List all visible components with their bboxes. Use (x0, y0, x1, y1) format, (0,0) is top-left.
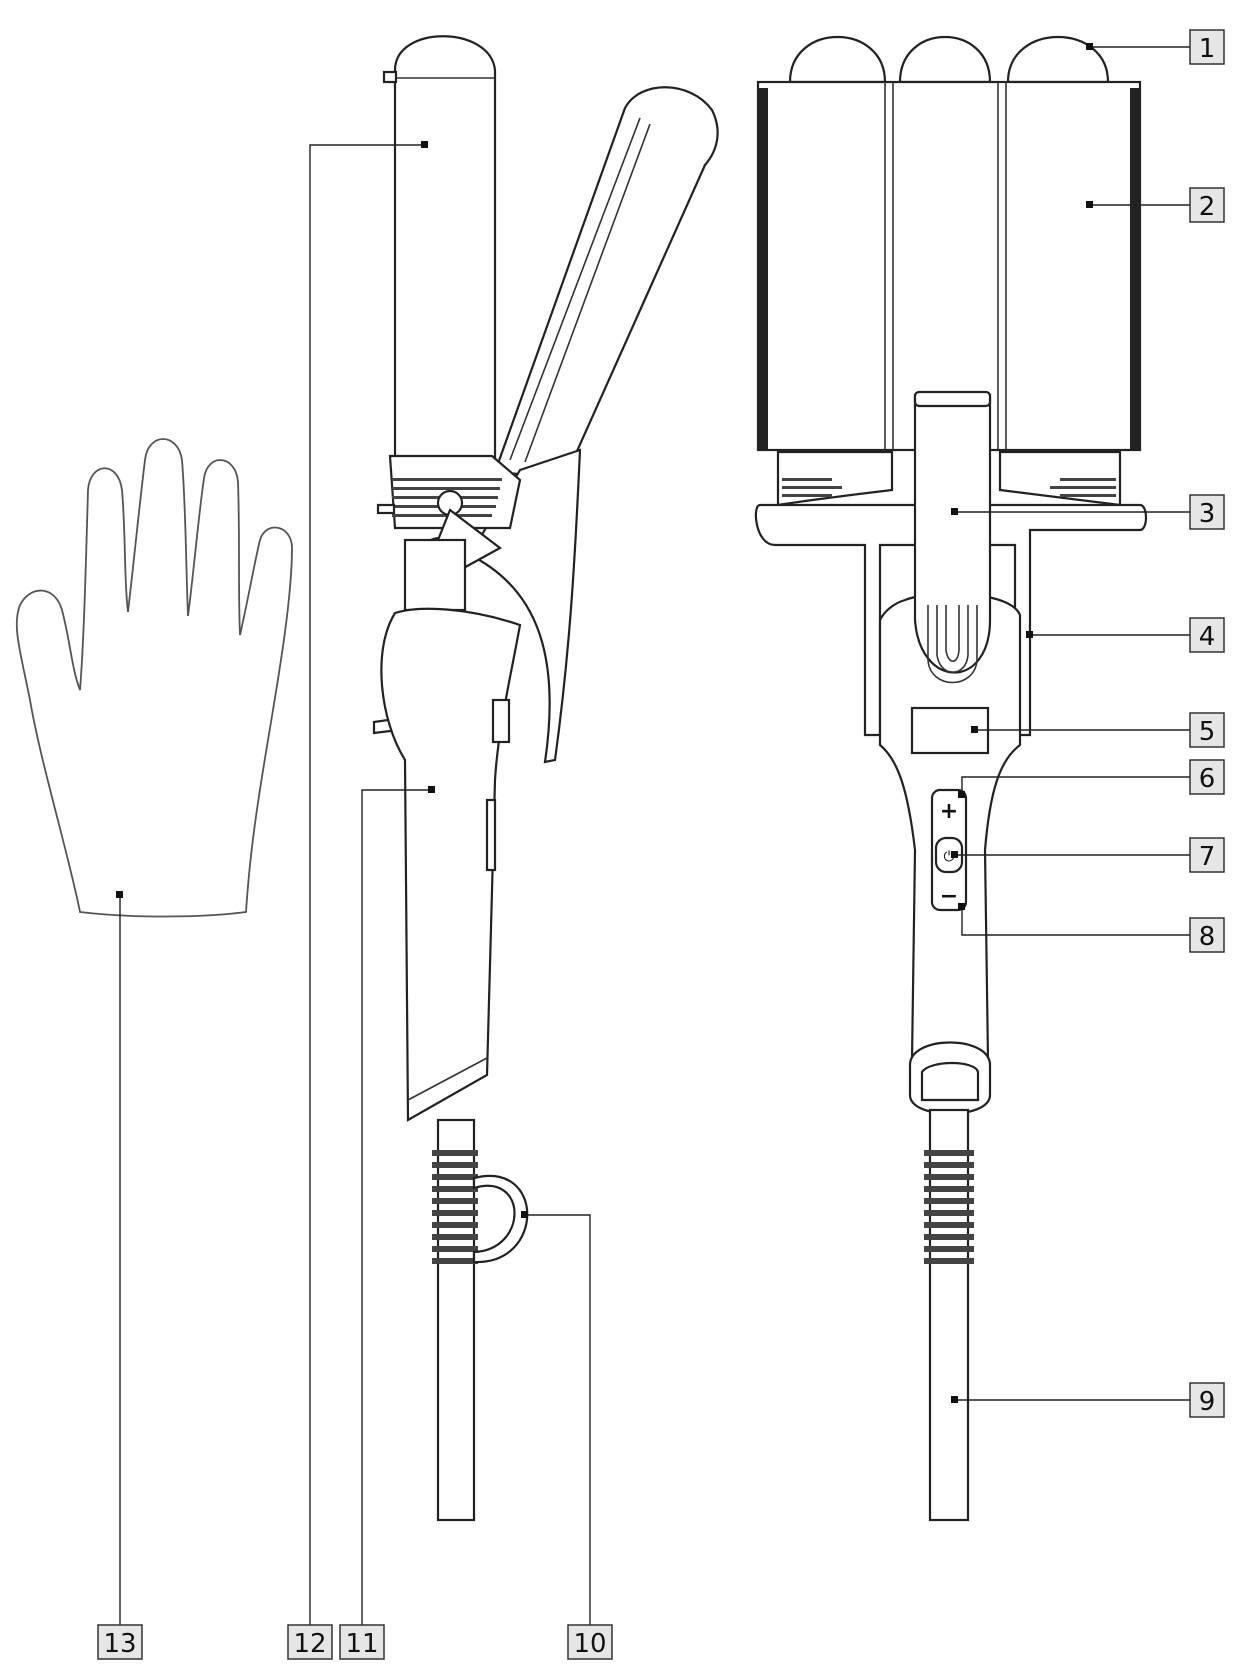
side-clamp-plate (493, 86, 719, 480)
callout-3: 3 (1189, 494, 1225, 530)
barrel-tip-middle (898, 36, 992, 84)
power-icon: ⏻ (943, 849, 954, 865)
callout-10: 10 (567, 1624, 613, 1660)
svg-text:4: 4 (1199, 622, 1216, 652)
callout-5: 5 (1189, 712, 1225, 748)
svg-text:6: 6 (1199, 764, 1216, 794)
heat-protective-glove (15, 438, 293, 918)
callout-11: 11 (339, 1624, 385, 1660)
svg-text:1: 1 (1199, 34, 1216, 64)
callout-13: 13 (97, 1624, 143, 1660)
front-cord-strain-relief (924, 1150, 974, 1264)
svg-text:12: 12 (293, 1629, 326, 1659)
barrel-tip-left (788, 36, 887, 84)
side-handle (380, 607, 522, 1122)
leader-endpoints (116, 43, 1093, 1403)
side-view-waver (372, 35, 719, 1522)
svg-text:3: 3 (1199, 499, 1216, 529)
front-clamp-lever (913, 393, 992, 674)
side-barrel (393, 35, 497, 460)
svg-text:5: 5 (1199, 717, 1216, 747)
svg-text:8: 8 (1199, 922, 1216, 952)
callout-8: 8 (1189, 917, 1225, 953)
callout-4: 4 (1189, 617, 1225, 653)
callout-7: 7 (1189, 837, 1225, 873)
svg-text:2: 2 (1199, 192, 1216, 222)
svg-text:10: 10 (573, 1629, 606, 1659)
svg-text:13: 13 (103, 1629, 136, 1659)
svg-text:9: 9 (1199, 1387, 1216, 1417)
barrel-tip-right (1006, 36, 1110, 84)
callout-2: 2 (1189, 187, 1225, 223)
svg-text:11: 11 (345, 1629, 378, 1659)
svg-text:7: 7 (1199, 842, 1216, 872)
callout-9: 9 (1189, 1382, 1225, 1418)
front-view-waver: + ⏻ − (754, 36, 1148, 1522)
plus-button-glyph: + (940, 799, 958, 824)
callout-1: 1 (1189, 29, 1225, 65)
callout-6: 6 (1189, 759, 1225, 795)
leader-lines (119, 46, 1190, 1625)
side-cord-strain-relief (432, 1150, 478, 1264)
hanging-loop (472, 1174, 529, 1264)
minus-button-glyph: − (940, 884, 958, 909)
callout-12: 12 (287, 1624, 333, 1660)
